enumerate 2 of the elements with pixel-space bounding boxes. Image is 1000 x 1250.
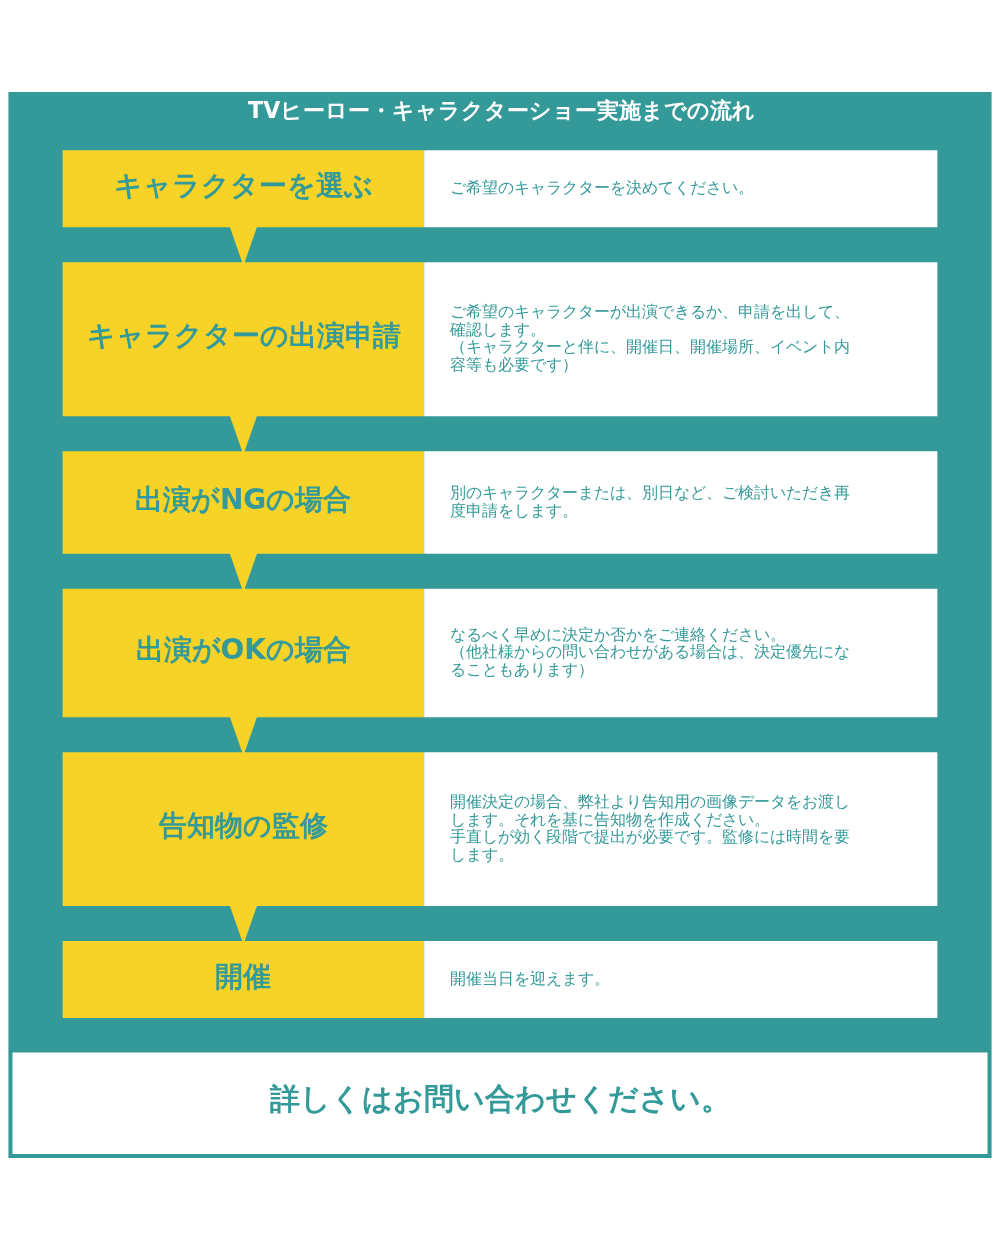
diagram-title: TVヒーロー・キャラクターショー実施までの流れ (248, 96, 756, 123)
caption: 詳しくはお問い合わせください。 (270, 1081, 732, 1117)
